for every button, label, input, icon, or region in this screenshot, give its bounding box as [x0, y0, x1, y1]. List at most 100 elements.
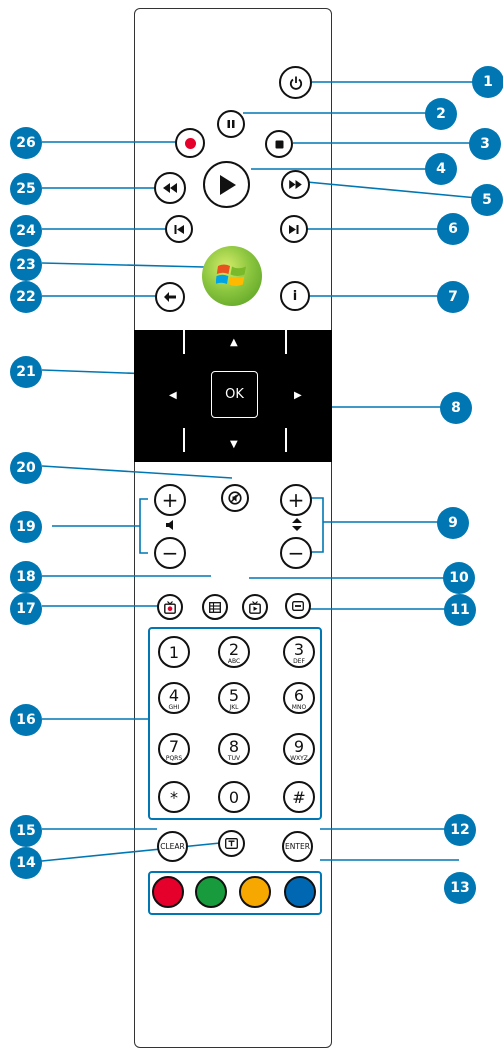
teletext-button[interactable] — [218, 830, 245, 857]
live-tv-button[interactable] — [242, 594, 268, 620]
channel-up-button[interactable]: + — [280, 484, 312, 516]
callout-17: 17 — [10, 593, 42, 625]
clear-label: CLEAR — [160, 842, 185, 851]
keypad-digit: 8 — [228, 737, 240, 756]
ok-label: OK — [225, 387, 244, 402]
keypad-button[interactable]: 1 — [158, 636, 190, 668]
enter-button[interactable]: ENTER — [282, 831, 313, 862]
keypad-digit: 3 — [293, 640, 305, 659]
up-arrow-button[interactable]: ▲ — [230, 337, 238, 348]
keypad-letters: TUV — [227, 755, 241, 762]
pause-button[interactable] — [217, 110, 245, 138]
keypad-digit: 7 — [168, 737, 180, 756]
callout-19: 19 — [10, 511, 42, 543]
rewind-button[interactable] — [154, 172, 186, 204]
yellow-button[interactable] — [239, 876, 271, 908]
dpad-divider — [285, 428, 287, 452]
previous-button[interactable] — [165, 215, 193, 243]
left-arrow-button[interactable]: ◀ — [169, 390, 177, 401]
keypad-digit: 2 — [228, 640, 240, 659]
callout-15: 15 — [10, 815, 42, 847]
callout-3: 3 — [469, 128, 501, 160]
callout-16: 16 — [10, 704, 42, 736]
keypad-letters: MNO — [291, 704, 307, 711]
power-icon — [289, 76, 302, 90]
stop-button[interactable] — [265, 130, 293, 158]
blue-button[interactable] — [284, 876, 316, 908]
enter-label: ENTER — [285, 842, 310, 851]
callout-20: 20 — [10, 452, 42, 484]
keypad-digit: 1 — [168, 643, 180, 662]
minus-icon: − — [287, 541, 305, 565]
callout-12: 12 — [444, 814, 476, 846]
teletext-icon — [225, 838, 238, 849]
keypad-button[interactable]: * — [158, 781, 190, 813]
callout-4: 4 — [425, 153, 457, 185]
recorded-tv-icon — [164, 600, 176, 614]
record-button[interactable] — [175, 128, 205, 158]
recorded-tv-button[interactable] — [157, 594, 183, 620]
volume-down-button[interactable]: − — [154, 537, 186, 569]
windows-logo-icon — [216, 264, 246, 286]
speaker-icon — [166, 520, 173, 530]
keypad-letters: PQRS — [165, 755, 183, 762]
keypad-frame — [148, 627, 322, 820]
stop-icon — [275, 140, 283, 148]
callout-8: 8 — [440, 392, 472, 424]
keypad-digit: # — [292, 788, 306, 807]
navigation-pad — [134, 330, 332, 462]
keypad-digit: 4 — [168, 686, 180, 705]
play-button[interactable] — [203, 161, 250, 208]
keypad-button[interactable]: 0 — [218, 781, 250, 813]
skip-forward-icon — [289, 224, 299, 234]
ok-button[interactable]: OK — [211, 371, 258, 418]
callout-2: 2 — [425, 98, 457, 130]
keypad-button[interactable]: # — [283, 781, 315, 813]
callout-13: 13 — [444, 872, 476, 904]
fast-forward-icon — [289, 180, 302, 189]
green-button[interactable] — [195, 876, 227, 908]
next-button[interactable] — [280, 215, 308, 243]
right-arrow-button[interactable]: ▶ — [294, 390, 302, 401]
power-button[interactable] — [279, 66, 312, 99]
dpad-divider — [183, 330, 185, 354]
start-button[interactable] — [202, 246, 262, 306]
red-button[interactable] — [152, 876, 184, 908]
down-arrow-button[interactable]: ▼ — [230, 439, 238, 450]
keypad-digit: 5 — [228, 686, 240, 705]
callout-23: 23 — [10, 249, 42, 281]
info-button[interactable]: i — [280, 281, 310, 311]
dvd-menu-button[interactable] — [285, 593, 311, 619]
live-tv-icon — [249, 600, 261, 614]
keypad-digit: 0 — [228, 788, 240, 807]
volume-up-button[interactable]: + — [154, 484, 186, 516]
channel-down-button[interactable]: − — [280, 537, 312, 569]
mute-button[interactable] — [221, 484, 249, 512]
callout-6: 6 — [437, 213, 469, 245]
minus-icon: − — [161, 541, 179, 565]
plus-icon: + — [287, 488, 305, 512]
guide-button[interactable] — [202, 594, 228, 620]
keypad-digit: 9 — [293, 737, 305, 756]
mute-icon — [228, 491, 242, 505]
callout-26: 26 — [10, 127, 42, 159]
keypad-letters: DEF — [293, 658, 305, 665]
pause-icon — [227, 120, 235, 128]
channel-updown-icon — [292, 518, 302, 531]
callout-1: 1 — [472, 66, 503, 98]
callout-22: 22 — [10, 281, 42, 313]
clear-button[interactable]: CLEAR — [157, 831, 188, 862]
back-button[interactable] — [155, 282, 185, 312]
fast-forward-button[interactable] — [281, 170, 310, 199]
plus-icon: + — [161, 488, 179, 512]
info-label: i — [292, 288, 298, 304]
record-icon — [184, 137, 196, 149]
